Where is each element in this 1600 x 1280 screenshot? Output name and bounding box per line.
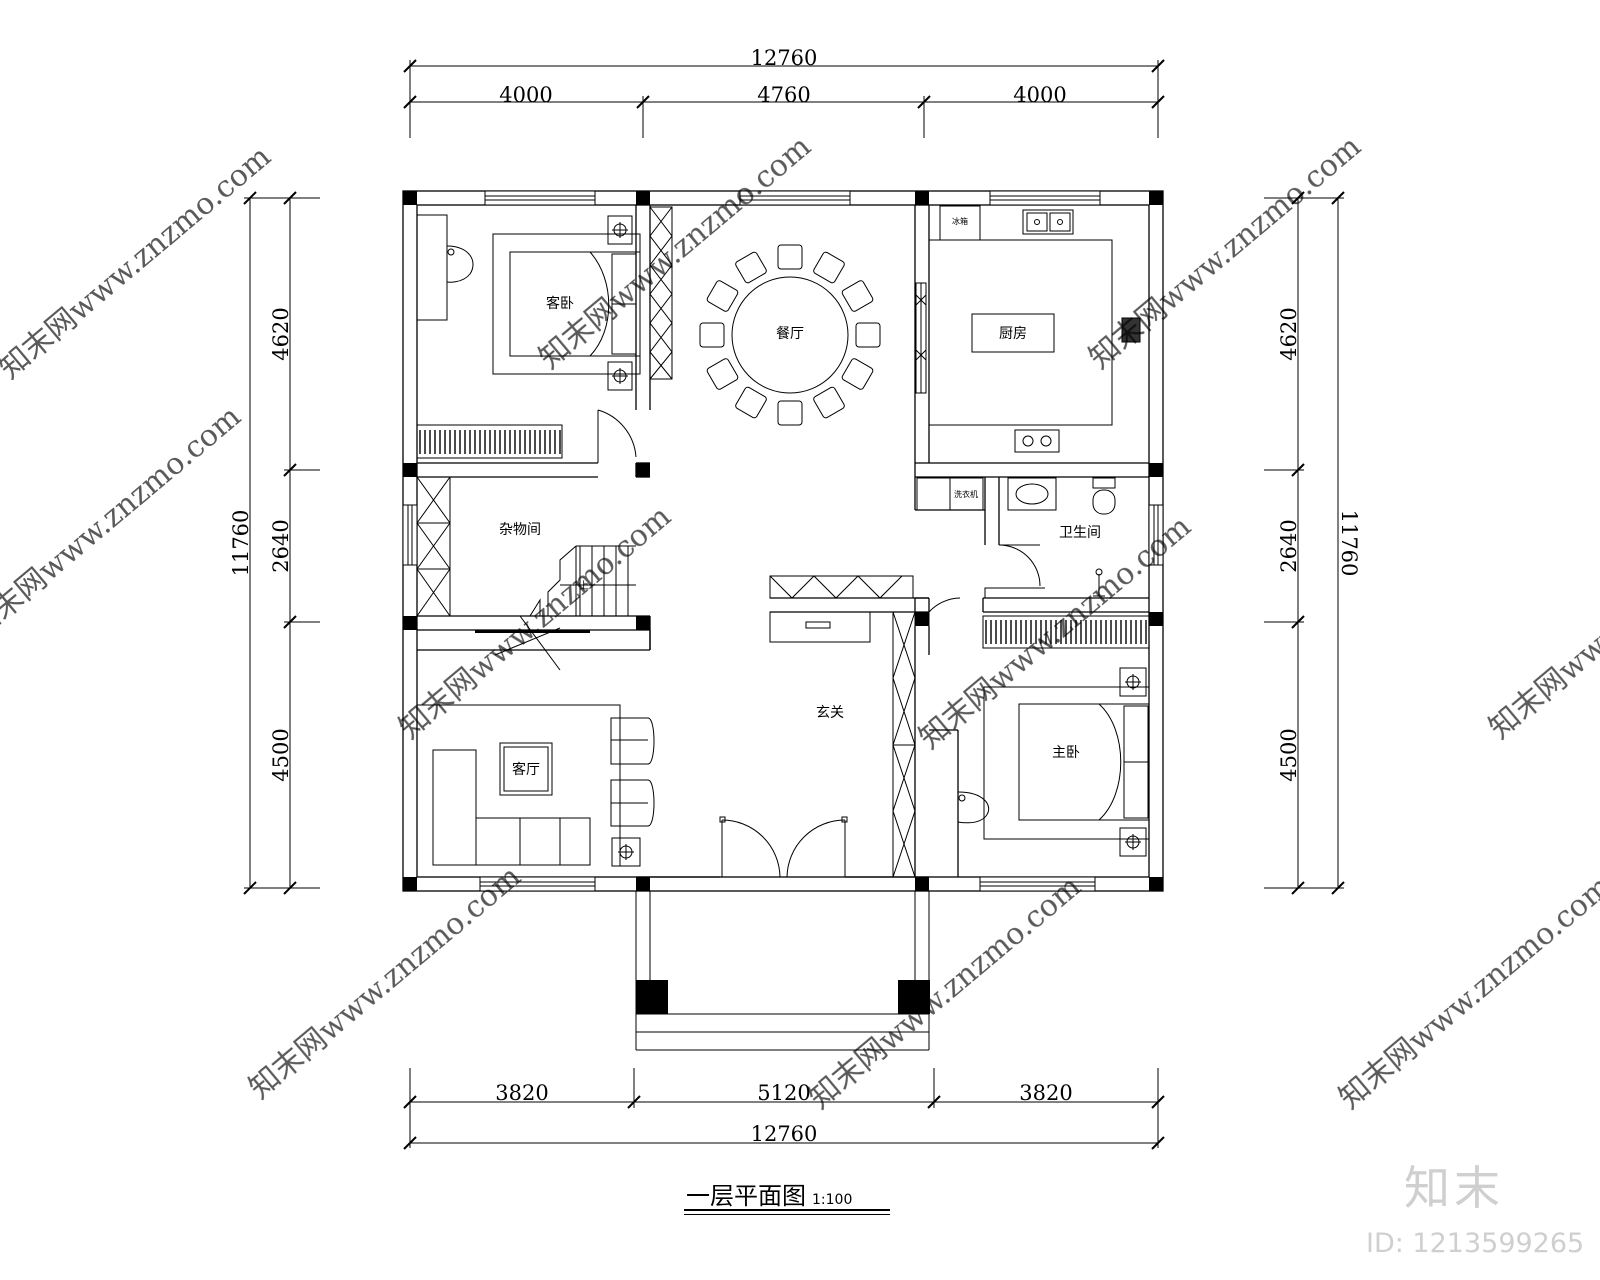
living-label: 客厅 xyxy=(512,761,540,778)
title-underline-thin xyxy=(684,1214,890,1215)
watermark-text: 知末网www.znzmo.com xyxy=(803,869,1088,1116)
dining-chair xyxy=(735,386,767,419)
dim-bottom-total: 12760 xyxy=(751,1122,818,1146)
guest-bedroom-furniture xyxy=(416,206,673,459)
watermark-text: 知末网www.znzmo.com xyxy=(1483,499,1600,746)
dim-left-seg-1: 4620 xyxy=(269,307,293,360)
dining-chair xyxy=(706,280,739,312)
title-underline xyxy=(684,1209,890,1211)
fridge-label: 冰箱 xyxy=(952,216,968,226)
foyer-label: 玄关 xyxy=(816,704,844,721)
drawing-title: 一层平面图 1:100 xyxy=(686,1176,852,1211)
drawing-title-text: 一层平面图 xyxy=(686,1182,806,1210)
dim-right-seg-1: 4620 xyxy=(1277,307,1301,360)
drawing-scale: 1:100 xyxy=(812,1192,853,1208)
dining-chair xyxy=(841,358,874,390)
dining-chair xyxy=(777,400,803,426)
bathroom-furniture xyxy=(916,477,1116,598)
dining-label: 餐厅 xyxy=(776,326,804,342)
dimension-lines xyxy=(243,59,1345,1150)
master-bedroom-label: 主卧 xyxy=(1052,745,1080,761)
watermark-text: 知末网www.znzmo.com xyxy=(0,139,278,386)
living-furniture xyxy=(417,704,655,867)
dim-top-seg-3: 4000 xyxy=(1013,83,1066,107)
watermark-text: 知末网www.znzmo.com xyxy=(243,859,528,1106)
dim-bottom-seg-3: 3820 xyxy=(1019,1081,1072,1105)
bathroom-label: 卫生间 xyxy=(1059,525,1101,541)
watermark-text: 知末网www.znzmo.com xyxy=(0,399,248,646)
watermark-text: 知末网www.znzmo.com xyxy=(1333,869,1600,1116)
dim-top-seg-1: 4000 xyxy=(499,83,552,107)
master-bedroom-slats xyxy=(985,620,1147,644)
washer-label: 洗衣机 xyxy=(954,489,978,499)
windows xyxy=(402,190,1164,892)
dining-chair xyxy=(699,322,725,348)
dim-left-seg-3: 4500 xyxy=(269,728,293,781)
watermark-text: 知末网www.znzmo.com xyxy=(1083,129,1368,376)
dining-chair xyxy=(813,251,845,284)
dim-top-total: 12760 xyxy=(751,46,818,70)
image-id: ID: 1213599265 xyxy=(1366,1228,1585,1259)
porch xyxy=(635,891,930,1051)
dim-top-seg-2: 4760 xyxy=(757,83,810,107)
storage-label: 杂物间 xyxy=(499,522,541,538)
dim-right-total: 11760 xyxy=(1337,510,1361,577)
dim-left-seg-2: 2640 xyxy=(269,519,293,572)
dining-chair xyxy=(841,280,874,312)
dining-table xyxy=(731,276,849,394)
watermark-text: 知末网www.znzmo.com xyxy=(913,509,1198,756)
kitchen-label: 厨房 xyxy=(999,326,1027,342)
dining-chair xyxy=(813,386,845,419)
dining-chair xyxy=(735,251,767,284)
guest-bedroom-slats xyxy=(419,430,561,454)
master-bedroom-furniture xyxy=(957,615,1150,857)
dining-chair xyxy=(855,322,881,348)
columns xyxy=(403,191,1163,1014)
guest-bedroom-door xyxy=(597,409,637,463)
range-hood xyxy=(1121,317,1141,343)
dim-right-seg-3: 4500 xyxy=(1277,728,1301,781)
stairs-up-label: 上 xyxy=(579,580,589,592)
dim-right-seg-2: 2640 xyxy=(1277,519,1301,572)
brand-logo: 知末 xyxy=(1404,1161,1504,1215)
dining-chairs xyxy=(699,244,881,426)
dim-bottom-seg-1: 3820 xyxy=(495,1081,548,1105)
storage-sliding-track xyxy=(475,630,590,633)
dining-chair xyxy=(777,244,803,270)
watermark-layer: 知末网www.znzmo.com 知末网www.znzmo.com 知末网www… xyxy=(0,129,1600,1116)
dim-left-total: 11760 xyxy=(229,510,253,577)
guest-bedroom-label: 客卧 xyxy=(546,295,574,312)
dining-chair xyxy=(706,358,739,390)
dim-bottom-seg-2: 5120 xyxy=(757,1081,810,1105)
foyer-furniture xyxy=(719,575,961,878)
storage-furniture xyxy=(416,476,636,671)
kitchen-furniture xyxy=(915,205,1113,453)
